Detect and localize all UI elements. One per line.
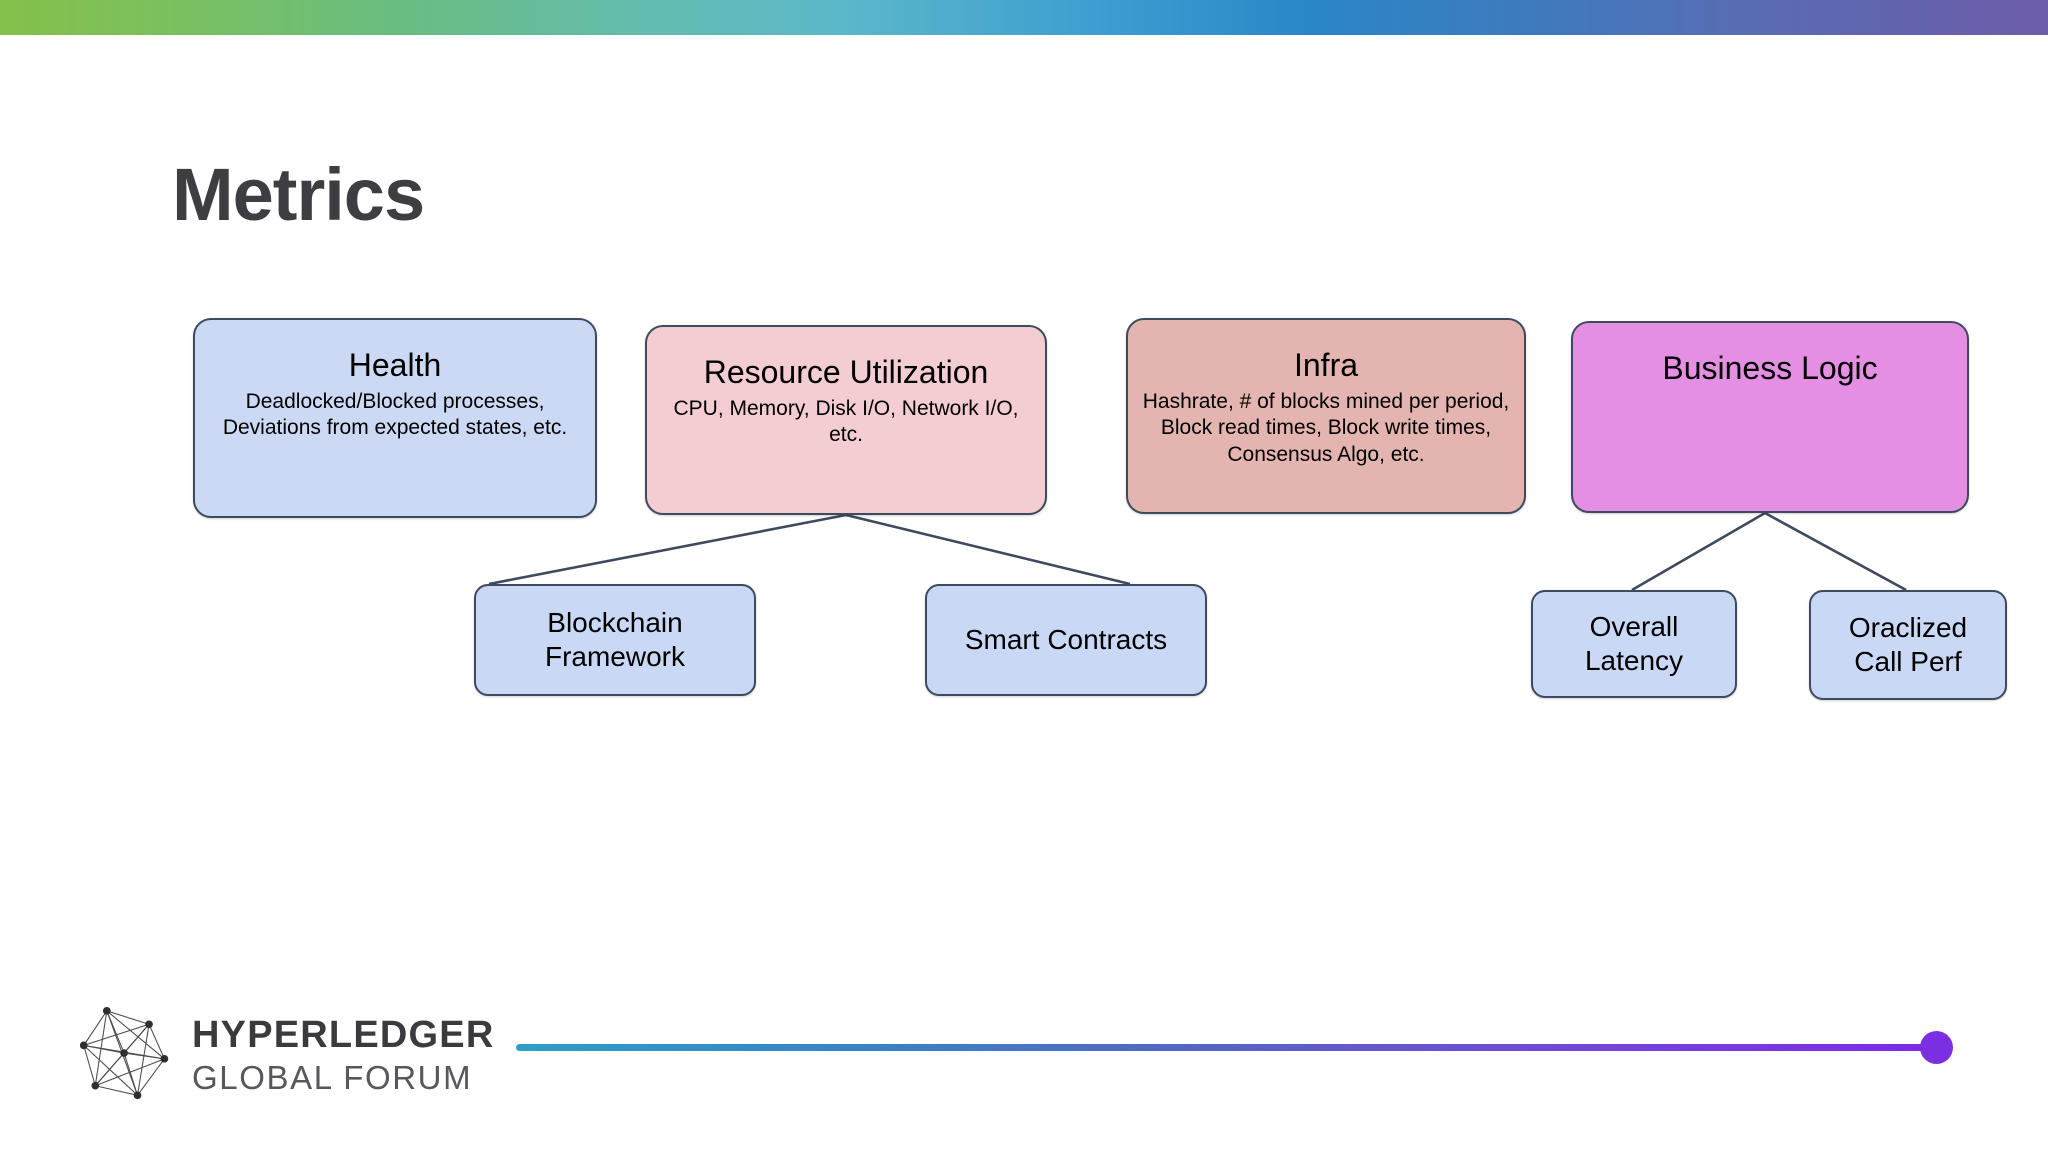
node-overall-latency[interactable]: Overall Latency [1531,590,1737,698]
hyperledger-polyhedron-icon [79,1007,169,1100]
node-resource-utilization-title: Resource Utilization [703,354,989,390]
hyperledger-wordmark: HYPERLEDGER GLOBAL FORUM [192,1016,494,1094]
top-gradient-bar [0,0,2048,35]
node-blockchain-framework[interactable]: Blockchain Framework [474,584,756,696]
logo-line-hyperledger: HYPERLEDGER [192,1014,495,1056]
footer-end-dot [1920,1031,1953,1064]
node-resource-utilization[interactable]: Resource Utilization CPU, Memory, Disk I… [645,325,1047,515]
node-health[interactable]: Health Deadlocked/Blocked processes, Dev… [193,318,597,518]
connector-business-to-latency [1631,511,1766,592]
node-oraclized-call-perf[interactable]: Oraclized Call Perf [1809,590,2007,700]
node-health-title: Health [348,347,442,383]
node-oraclized-call-perf-title: Oraclized Call Perf [1848,611,1968,677]
connector-resource-to-smart-contracts [845,513,1131,586]
node-business-logic-title: Business Logic [1662,350,1878,386]
node-infra-title: Infra [1293,347,1359,383]
connector-resource-to-blockchain [488,513,847,586]
node-resource-utilization-subtitle: CPU, Memory, Disk I/O, Network I/O, etc. [673,396,1019,447]
page-title: Metrics [172,153,425,236]
logo-line-global-forum: GLOBAL FORUM [192,1059,473,1096]
hyperledger-logo: HYPERLEDGER GLOBAL FORUM [78,1003,494,1107]
footer-gradient-rule [516,1044,1932,1051]
node-health-subtitle: Deadlocked/Blocked processes, Deviations… [222,389,568,440]
node-infra[interactable]: Infra Hashrate, # of blocks mined per pe… [1126,318,1526,514]
node-business-logic[interactable]: Business Logic [1571,321,1969,513]
node-blockchain-framework-title: Blockchain Framework [544,606,685,672]
node-smart-contracts-title: Smart Contracts [964,623,1168,655]
node-infra-subtitle: Hashrate, # of blocks mined per period, … [1142,389,1510,466]
node-smart-contracts[interactable]: Smart Contracts [925,584,1207,696]
node-overall-latency-title: Overall Latency [1584,610,1684,676]
connector-business-to-oraclized [1764,511,1907,592]
